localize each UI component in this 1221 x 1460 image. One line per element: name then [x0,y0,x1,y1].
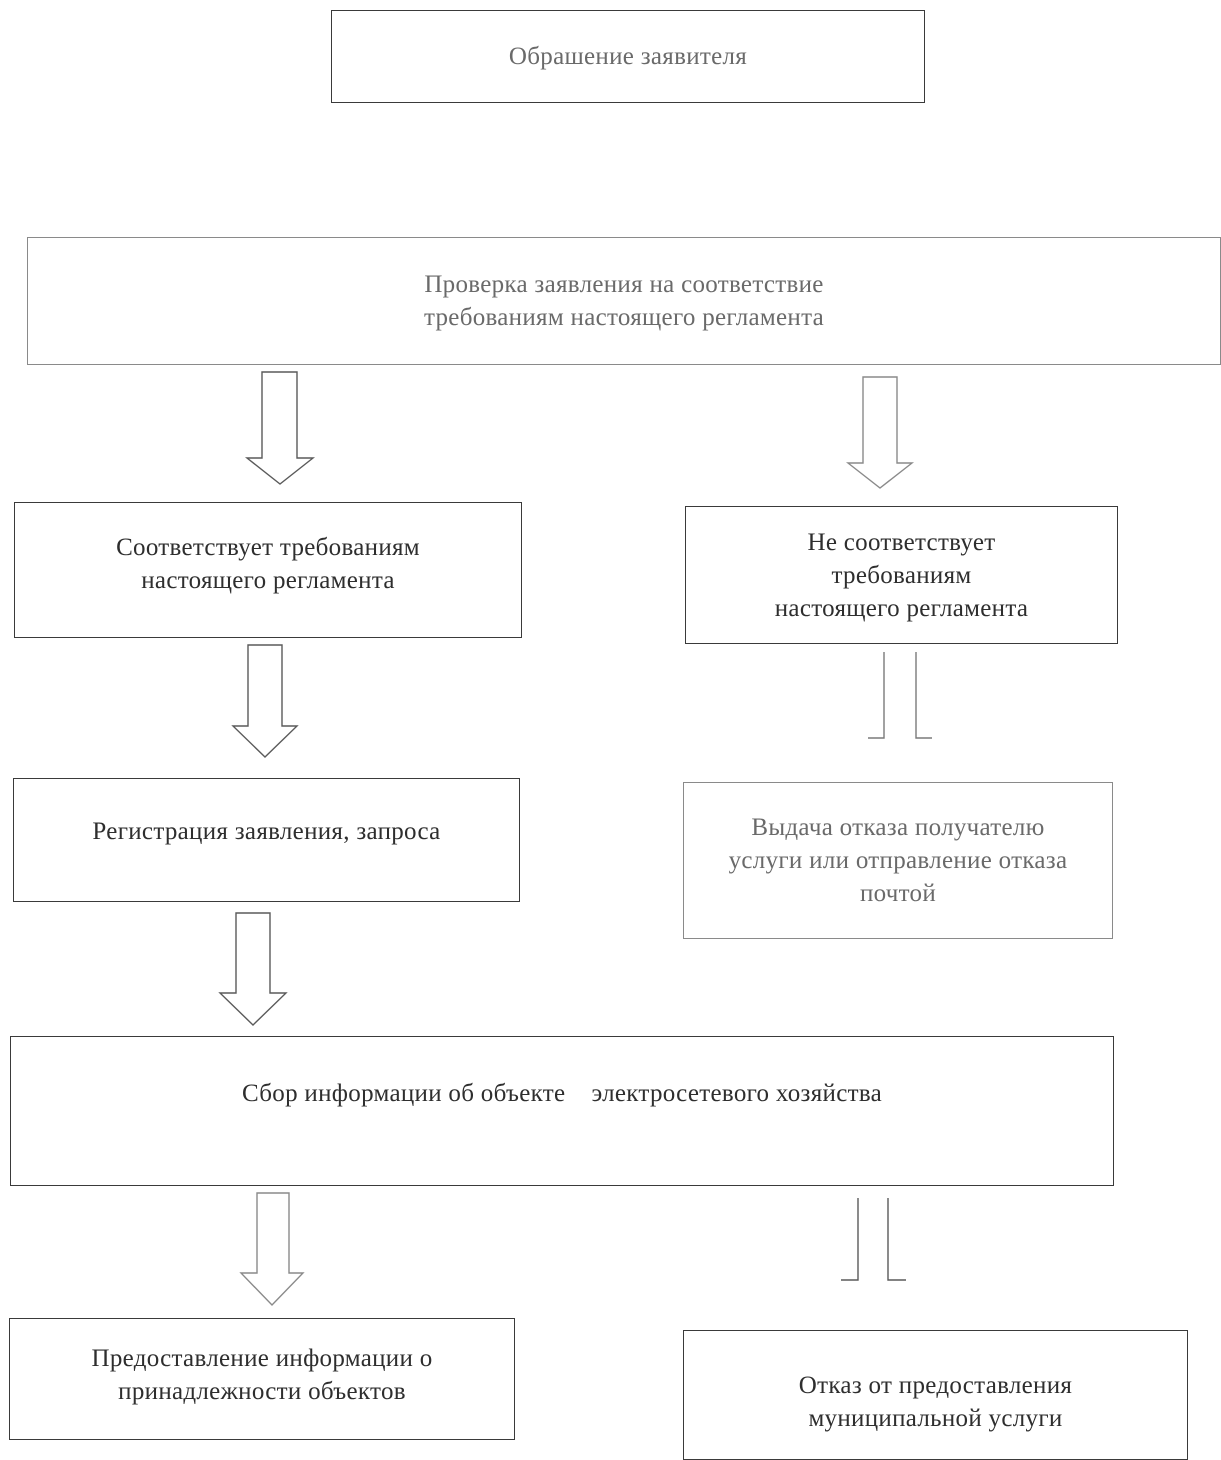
arrow-down-icon [231,644,299,758]
box-collect-info: Сбор информации об объекте электросетево… [10,1036,1114,1186]
box-text-line: Обрашение заявителя [508,43,748,70]
box-text-line: Соответствует требованиям [116,534,420,561]
box-text-line: Проверка заявления на соответствие [424,271,824,298]
box-text-line: Не соответствует [807,528,996,556]
box-provide-info: Предоставление информации о принадлежнос… [9,1318,515,1440]
box-registration: Регистрация заявления, запроса [13,778,520,902]
arrow-down-icon [239,1192,305,1307]
box-text-line: муниципальной услуги [808,1405,1063,1432]
arrow-down-icon [244,371,316,485]
box-text-line: требованиям [831,561,972,589]
box-text-line: настоящего регламента [141,567,395,594]
box-text-line: Выдача отказа получателю [751,814,1045,841]
box-text-line: Регистрация заявления, запроса [92,817,441,845]
box-non-compliant: Не соответствует требованиям настоящего … [685,506,1118,644]
box-text-line: требованиям настоящего регламента [423,304,825,331]
box-text-line: Предоставление информации о [91,1345,433,1372]
box-text-line: почтой [859,880,937,907]
box-text-line: Отказ от предоставления [798,1372,1073,1399]
box-refusal-issue: Выдача отказа получателю услуги или отпр… [683,782,1113,939]
box-check-application: Проверка заявления на соответствие требо… [27,237,1221,365]
arrow-down-icon [845,376,915,489]
box-text-line: услуги или отправление отказа [728,847,1068,874]
arrow-down-icon [218,912,288,1026]
box-applicant-request: Обрашение заявителя [331,10,925,103]
box-text-line: настоящего регламента [774,594,1029,622]
box-text-line: принадлежности объектов [118,1378,406,1405]
arrow-connector-icon [868,652,932,739]
box-compliant: Соответствует требованиям настоящего рег… [14,502,522,638]
box-refusal-service: Отказ от предоставления муниципальной ус… [683,1330,1188,1460]
arrow-connector-icon [841,1198,906,1281]
box-text-line: Сбор информации об объекте электросетево… [241,1079,883,1107]
